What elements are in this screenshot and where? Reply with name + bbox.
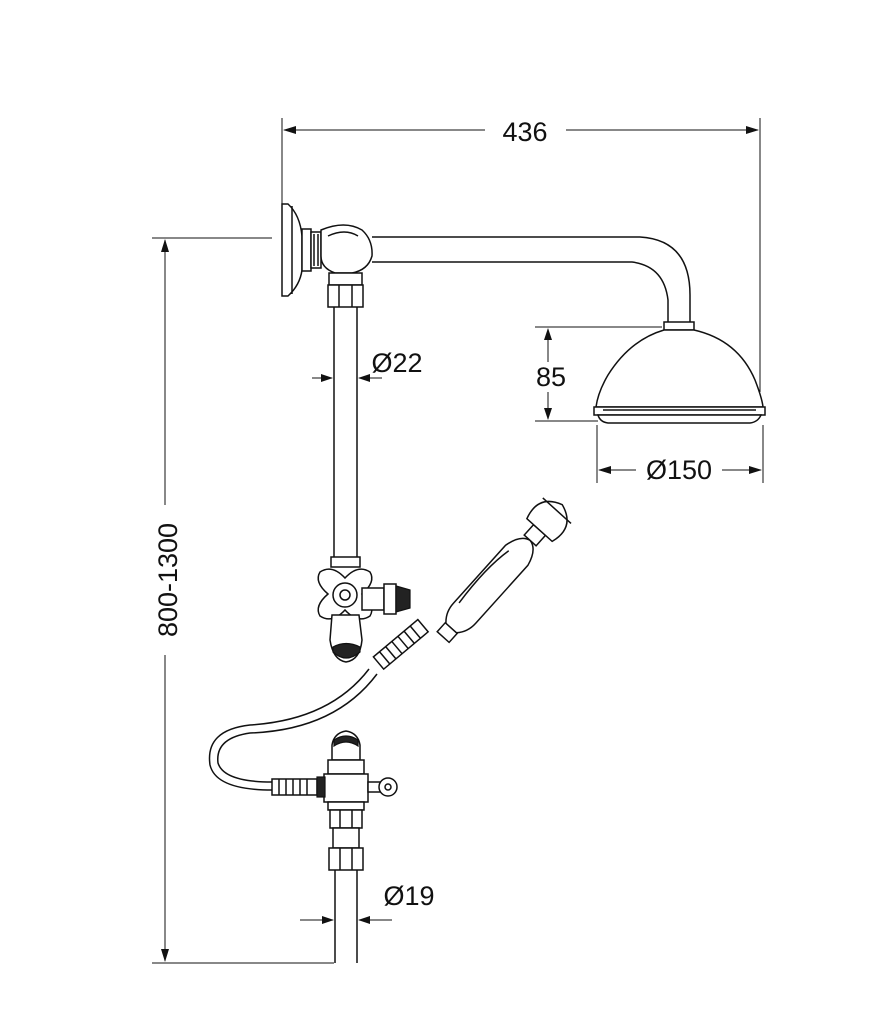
dimension-height-range: 800-1300: [152, 237, 334, 964]
lower-mixer: [271, 730, 398, 963]
diverter-valve: [317, 568, 411, 663]
dimension-label-436: 436: [502, 117, 547, 147]
wall-flange: [281, 203, 322, 297]
dimension-label-800-1300: 800-1300: [153, 523, 183, 637]
elbow-connector: [320, 224, 373, 274]
hose: [208, 618, 430, 791]
dimension-upper-pipe-diameter: Ø22: [312, 348, 423, 382]
dimension-lower-pipe-diameter: Ø19: [300, 881, 435, 924]
dimension-head-height: 85: [535, 326, 662, 422]
dimension-label-22: Ø22: [371, 348, 422, 378]
shower-arm: [372, 236, 691, 322]
dimension-head-diameter: Ø150: [596, 425, 764, 485]
dimension-label-85: 85: [536, 362, 566, 392]
dimension-overall-width: 436: [281, 117, 761, 392]
upper-riser-pipe: [327, 272, 364, 568]
shower-head: [593, 321, 766, 424]
hand-shower: [436, 497, 572, 644]
dimension-label-19: Ø19: [383, 881, 434, 911]
dimension-label-150: Ø150: [646, 455, 712, 485]
